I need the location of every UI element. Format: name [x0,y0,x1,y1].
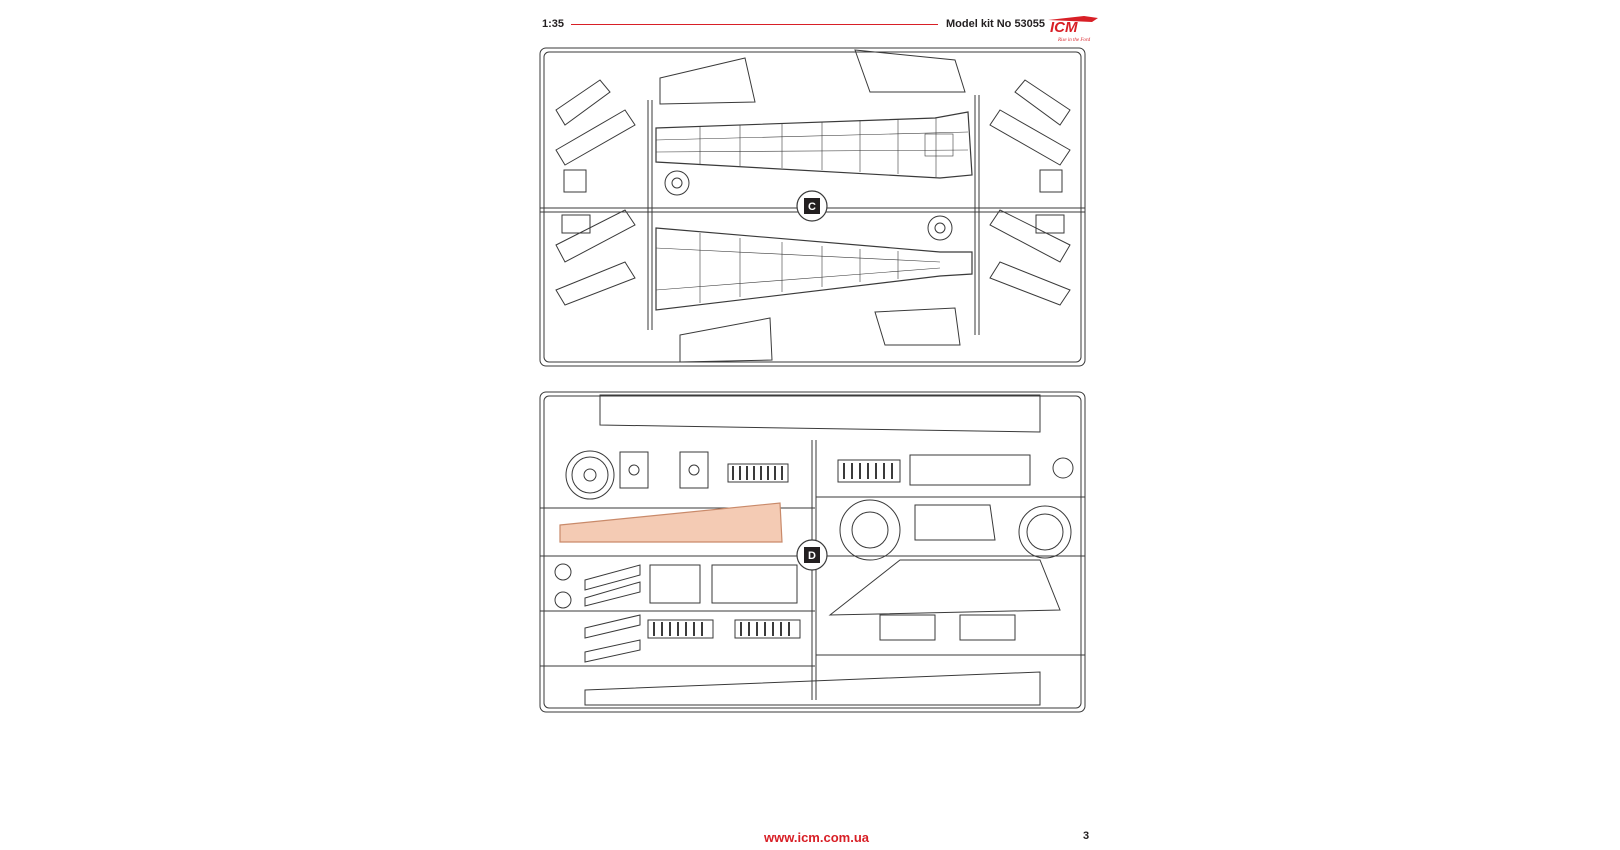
sprue-d [539,391,1086,713]
sprue-letter-d: D [808,550,816,562]
sprue-tag-d: D [804,547,820,563]
sprue-letter-c: C [808,201,816,213]
sprue-tag-c: C [804,198,820,214]
svg-text:ICM: ICM [1050,19,1078,36]
kit-number-label: Model kit No 53055 [946,18,1046,30]
footer-url: www.icm.com.ua [764,830,869,845]
header-rule [571,24,938,25]
track-hatching [653,463,893,636]
page-number: 3 [1083,830,1090,842]
brand-logo: ICM Rise in the Ford [1046,14,1100,44]
svg-text:Rise in the Ford: Rise in the Ford [1057,38,1091,43]
scale-label: 1:35 [542,18,565,30]
icm-logo-icon: ICM Rise in the Ford [1048,16,1098,43]
